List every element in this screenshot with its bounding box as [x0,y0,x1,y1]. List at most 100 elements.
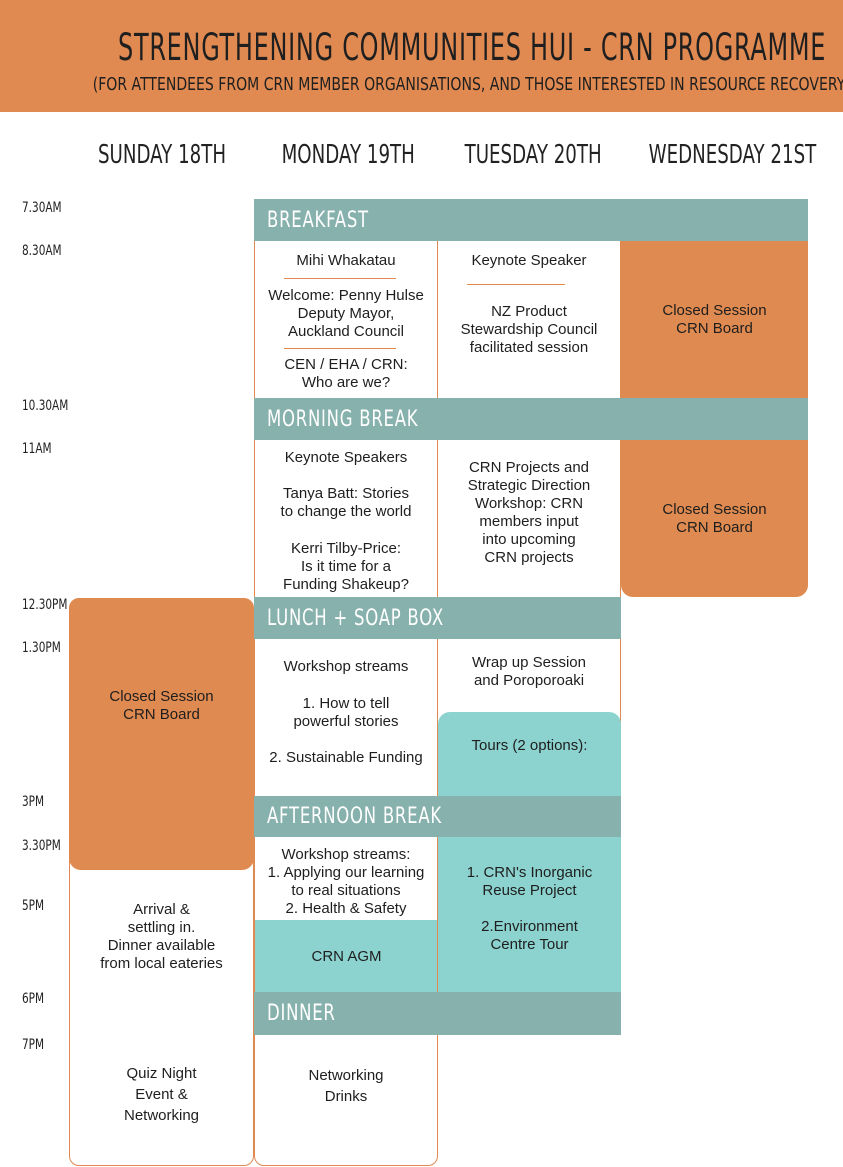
networking-line: Drinks [324,1088,368,1105]
kerri-line: Is it time for a [300,558,392,575]
kerri-line: Kerri Tilby-Price: [290,540,402,557]
closed-session-label: Closed Session [109,688,214,705]
time-label: 11AM [22,441,52,457]
tour-option-line: 2.Environment [481,918,578,935]
projects-line: into upcoming [482,531,576,548]
time-label: 7PM [22,1037,45,1053]
projects-line: Strategic Direction [467,477,591,494]
nzps-line: Stewardship Council [460,321,598,338]
welcome-line: Welcome: Penny Hulse [268,287,424,304]
workshop2-line: Workshop streams: [281,846,411,863]
quiz-line: Event & [135,1086,188,1103]
time-label: 6PM [22,991,45,1007]
afternoon-break-label: AFTERNOON BREAK [267,804,442,829]
column-divider [437,639,438,796]
tour-option-line: Centre Tour [490,936,569,953]
time-label: 8.30AM [22,243,62,259]
arrival-line: Arrival & [133,901,190,918]
arrival-line: settling in. [127,919,196,936]
arrival-line: from local eateries [100,955,223,972]
time-label: 1.30PM [22,640,61,656]
closed-session-sublabel: CRN Board [676,319,753,337]
divider [284,278,396,279]
page-header: STRENGTHENING COMMUNITIES HUI - CRN PROG… [0,0,843,112]
dinner-bar: DINNER [254,992,621,1035]
time-label: 5PM [22,898,45,914]
arrival-line: Dinner available [107,937,216,954]
morning-break-bar: MORNING BREAK [254,398,808,440]
afternoon-break-bar: AFTERNOON BREAK [254,796,621,837]
divider [284,348,396,349]
breakfast-label: BREAKFAST [267,207,369,233]
wrapup-line: and Poroporoaki [473,672,585,689]
quiz-line: Quiz Night [126,1065,197,1082]
day-header-sunday: SUNDAY 18TH [97,140,227,170]
closed-session-label: Closed Session [662,301,767,319]
workshop-title: Workshop streams [283,658,409,675]
day-header-tuesday: TUESDAY 20TH [464,140,602,170]
nzps-line: NZ Product [491,303,567,320]
page-title: STRENGTHENING COMMUNITIES HUI - CRN PROG… [118,26,827,69]
day-header-wednesday: WEDNESDAY 21ST [648,140,817,170]
time-label: 12.30PM [22,597,68,613]
closed-session-sublabel: CRN Board [676,518,753,536]
projects-line: CRN Projects and [468,459,590,476]
projects-line: Workshop: CRN [474,495,584,512]
mihi-text: Mihi Whakatau [296,252,396,269]
tour-option-line: Reuse Project [482,882,577,899]
agm-label: CRN AGM [311,947,382,965]
lunch-label: LUNCH + SOAP BOX [267,605,444,631]
monday-workshop2-cell: Workshop streams:1. Applying our learnin… [254,837,438,920]
time-label: 3.30PM [22,838,61,854]
closed-session-label: Closed Session [662,500,767,518]
keynote-speakers-text: Keynote Speakers [284,449,408,466]
nzps-line: facilitated session [469,339,589,356]
stream-line: 1. How to tell [302,695,390,712]
time-label: 3PM [22,794,45,810]
column-divider [437,440,438,597]
column-divider [437,241,438,398]
workshop2-line: 2. Health & Safety [285,900,407,917]
time-label: 10.30AM [22,398,69,414]
tour-option-line: 1. CRN's Inorganic [466,864,593,881]
stream-two: 2. Sustainable Funding [269,749,423,766]
projects-line: members input [479,513,579,530]
closed-session-sublabel: CRN Board [123,706,200,723]
kerri-line: Funding Shakeup? [283,576,409,593]
who-text: CEN / EHA / CRN:Who are we? [254,356,438,392]
dinner-label: DINNER [267,1001,336,1026]
column-divider [437,837,438,992]
workshop2-text: Workshop streams:1. Applying our learnin… [254,846,438,918]
tanya-line: Tanya Batt: Stories [283,485,409,502]
quiz-line: Networking [123,1107,200,1124]
time-label: 7.30AM [22,200,62,216]
welcome-line: Auckland Council [288,323,404,340]
projects-line: CRN projects [484,549,574,566]
day-header-monday: MONDAY 19TH [281,140,415,170]
workshop2-line: to real situations [291,882,401,899]
stream-line: powerful stories [293,713,399,730]
who-line: CEN / EHA / CRN: [284,356,408,373]
workshop2-line: 1. Applying our learning [267,864,425,881]
page-subtitle: (FOR ATTENDEES FROM CRN MEMBER ORGANISAT… [92,74,843,95]
networking-line: Networking [308,1067,384,1084]
